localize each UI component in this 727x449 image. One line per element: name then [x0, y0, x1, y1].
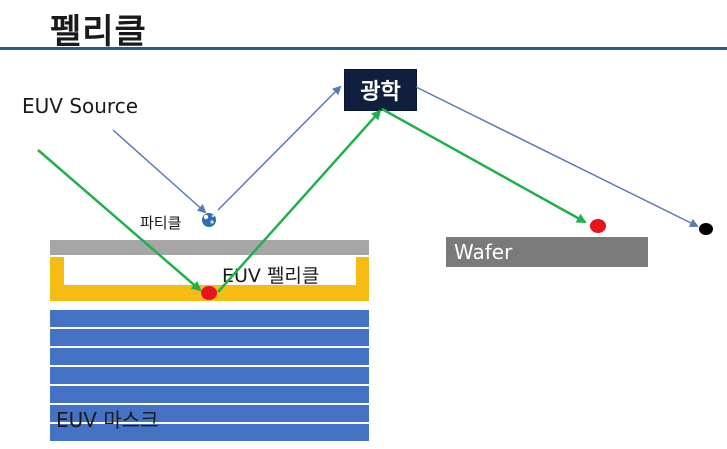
title-underline	[0, 47, 727, 50]
particle-label: 파티클	[140, 214, 182, 232]
mask-layer	[50, 329, 369, 346]
green-ray-mask-to-optics	[217, 109, 382, 293]
euv-mask-stack	[50, 310, 369, 443]
mask-layer	[50, 386, 369, 403]
euv-pellicle-label: EUV 펠리클	[222, 265, 320, 287]
mask-layer	[50, 348, 369, 365]
green-ray-optics-to-wafer	[381, 107, 587, 224]
red-dot-icon	[590, 219, 606, 233]
red-dot-icon	[201, 286, 217, 300]
green-ray-source-to-mask	[37, 149, 202, 292]
wafer-label: Wafer	[454, 240, 513, 264]
particle-icon	[202, 213, 216, 227]
blue-ray-optics-to-black-dot	[415, 86, 699, 227]
pellicle-frame-right	[356, 257, 369, 287]
blue-ray-source-to-particle	[112, 129, 207, 214]
page-title: 펠리클	[50, 12, 147, 52]
blue-ray-particle-to-optics	[217, 85, 342, 211]
pellicle-film	[50, 240, 369, 255]
mask-layer	[50, 367, 369, 384]
mask-layer	[50, 405, 369, 422]
mask-layer	[50, 310, 369, 327]
mask-layer	[50, 424, 369, 441]
pellicle-frame-left	[50, 257, 64, 287]
optics-label: 광학	[360, 80, 401, 105]
euv-mask-label: EUV 마스크	[56, 408, 159, 432]
black-dot-icon	[699, 223, 713, 235]
wafer-block: Wafer	[446, 237, 648, 267]
euv-source-label: EUV Source	[22, 94, 139, 118]
